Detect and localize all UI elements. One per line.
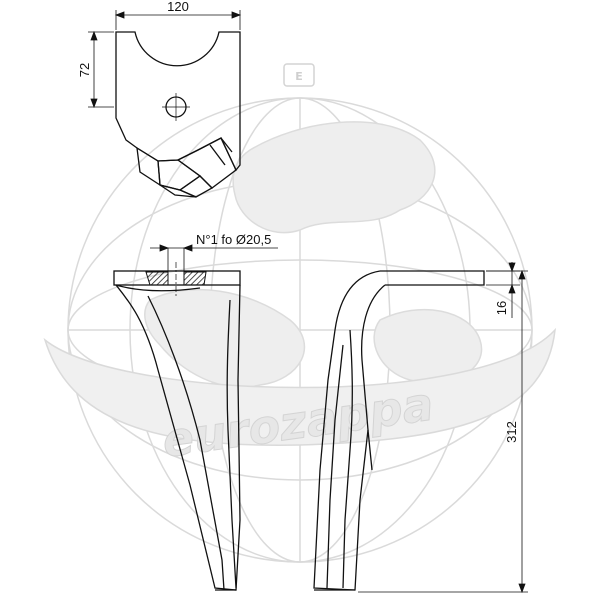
flange-hole-section — [145, 262, 207, 296]
side-view — [313, 270, 485, 591]
top-view — [115, 31, 241, 198]
front-view — [113, 270, 241, 591]
dimension-top-height — [88, 30, 114, 109]
dimension-width — [114, 10, 242, 30]
side-flange — [380, 270, 485, 286]
watermark-swoosh — [43, 327, 556, 446]
side-tine-outline — [313, 270, 386, 591]
hole-note: N°1 fo Ø20,5 — [196, 232, 271, 247]
dimension-total-height-label: 312 — [504, 421, 519, 443]
watermark-globe — [67, 97, 533, 563]
dimension-total-height — [358, 269, 528, 594]
front-flange — [113, 270, 241, 286]
dimension-top-height-label: 72 — [77, 63, 92, 77]
dimension-width-label: 120 — [167, 0, 189, 14]
hole-note-leader — [150, 244, 278, 272]
top-view-outline — [115, 31, 241, 172]
dimension-flange-label: 16 — [494, 301, 509, 315]
watermark-logo: E — [283, 63, 315, 87]
watermark-logo-mark: E — [295, 70, 303, 83]
